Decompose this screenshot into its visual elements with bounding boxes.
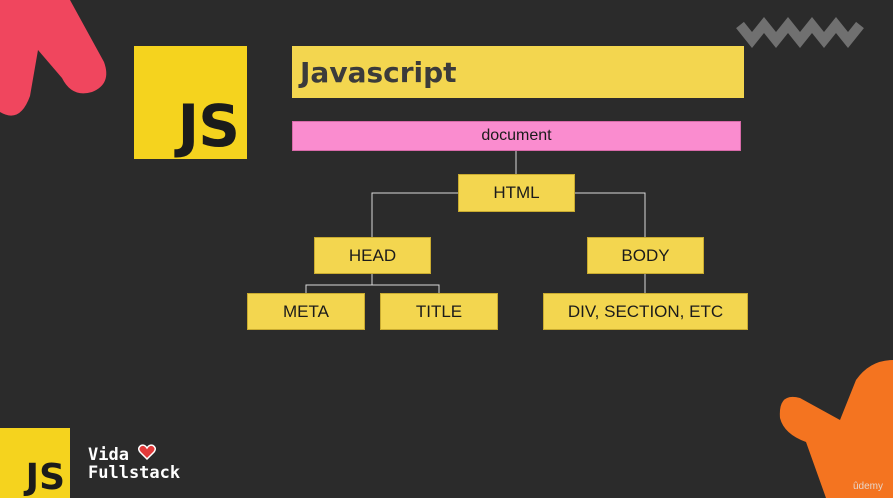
- node-div-section-label: DIV, SECTION, ETC: [567, 301, 724, 321]
- connector-head-title: [372, 284, 440, 293]
- slide-title-bar: Javascript: [292, 46, 744, 98]
- js-small-logo-text: JS: [25, 457, 65, 498]
- node-head: HEAD: [314, 237, 431, 274]
- vida-fullstack-brand: Vida Fullstack: [88, 444, 181, 483]
- connector-html-head: [371, 192, 458, 237]
- connector-head-meta: [305, 274, 373, 293]
- udemy-watermark: ûdemy: [852, 481, 883, 492]
- slide-title: Javascript: [300, 55, 457, 89]
- brand-line-1: Vida: [88, 445, 129, 465]
- js-small-logo: JS: [0, 428, 70, 498]
- orange-splash-shape: [779, 360, 893, 498]
- node-meta: META: [247, 293, 365, 330]
- node-document: document: [292, 121, 741, 151]
- node-head-label: HEAD: [348, 245, 397, 265]
- node-body: BODY: [587, 237, 704, 274]
- connector-html-body: [575, 192, 646, 237]
- js-logo-text: JS: [177, 92, 240, 160]
- node-title-label: TITLE: [415, 301, 463, 321]
- node-html: HTML: [458, 174, 575, 212]
- red-splash-shape: [0, 0, 107, 116]
- brand-line-2: Fullstack: [88, 463, 181, 483]
- node-document-label: document: [481, 127, 552, 144]
- node-meta-label: META: [283, 301, 329, 321]
- js-logo: JS: [134, 46, 247, 159]
- node-html-label: HTML: [493, 183, 540, 202]
- heart-icon: [138, 444, 156, 460]
- node-body-label: BODY: [621, 245, 670, 265]
- zigzag-shape: [736, 16, 864, 49]
- node-div-section: DIV, SECTION, ETC: [543, 293, 748, 330]
- node-title: TITLE: [380, 293, 498, 330]
